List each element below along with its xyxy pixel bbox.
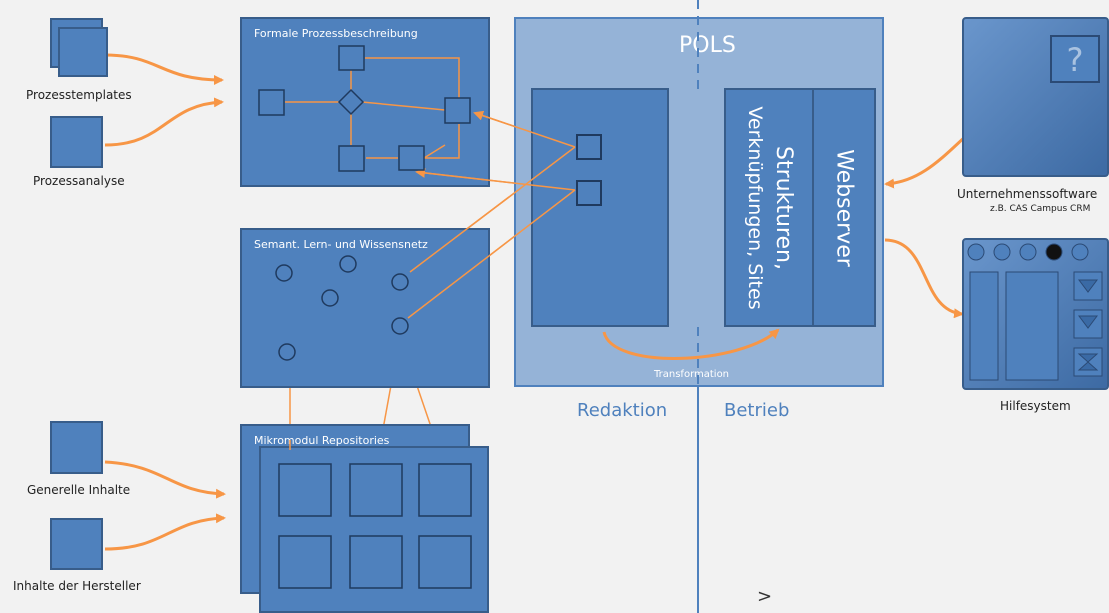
generelle-inhalte-label: Generelle Inhalte [27, 483, 131, 497]
semantic-network-panel: Semant. Lern- und Wissensnetz [240, 228, 490, 388]
mikromodul-title: Mikromodul Repositories [254, 434, 390, 447]
arrow-generelle [104, 460, 226, 499]
hilfesystem-graphic [967, 243, 1103, 381]
prozessanalyse-icon [50, 116, 103, 168]
hilfesystem-label: Hilfesystem [1000, 399, 1071, 413]
inhalte-hersteller-label: Inhalte der Hersteller [13, 579, 141, 593]
inhalte-hersteller-icon [50, 518, 103, 570]
formal-process-title: Formale Prozessbeschreibung [254, 27, 418, 40]
semantic-network-title: Semant. Lern- und Wissensnetz [254, 238, 428, 251]
redaktion-box [531, 88, 669, 327]
arrow-hilfesystem [884, 238, 964, 319]
arrow-templates [104, 53, 224, 85]
question-icon: ? [1050, 35, 1100, 83]
redaktion-module [576, 180, 602, 206]
pols-title: POLS [679, 33, 736, 58]
strukturen-box: Strukturen, Verknüpfungen, Sites [724, 88, 814, 327]
webserver-label: Webserver [831, 148, 857, 267]
betrieb-label: Betrieb [724, 400, 790, 421]
webserver-box: Webserver [812, 88, 876, 327]
prozesstemplates-icon [58, 27, 108, 77]
generelle-inhalte-icon [50, 421, 103, 474]
hilfesystem-icon [962, 238, 1109, 390]
question-mark: ? [1066, 41, 1084, 79]
prozesstemplates-label: Prozesstemplates [26, 88, 132, 102]
redaktion-module [576, 134, 602, 160]
prozessanalyse-label: Prozessanalyse [33, 174, 125, 188]
formal-process-panel: Formale Prozessbeschreibung [240, 17, 490, 187]
strukturen-line2: Verknüpfungen, Sites [744, 105, 766, 310]
unternehmenssoftware-label: Unternehmenssoftware [957, 187, 1098, 201]
transformation-label: Transformation [654, 369, 730, 380]
unternehmenssoftware-example: z.B. CAS Campus CRM [990, 204, 1091, 214]
unternehmenssoftware-icon: ? [962, 17, 1109, 177]
redaktion-label: Redaktion [577, 400, 668, 421]
strukturen-line1: Strukturen, [771, 145, 796, 270]
arrow-hersteller [104, 513, 226, 551]
arrow-analyse [104, 97, 224, 147]
cursor-glyph: > [757, 586, 773, 607]
mikromodul-repository-front [259, 446, 489, 613]
